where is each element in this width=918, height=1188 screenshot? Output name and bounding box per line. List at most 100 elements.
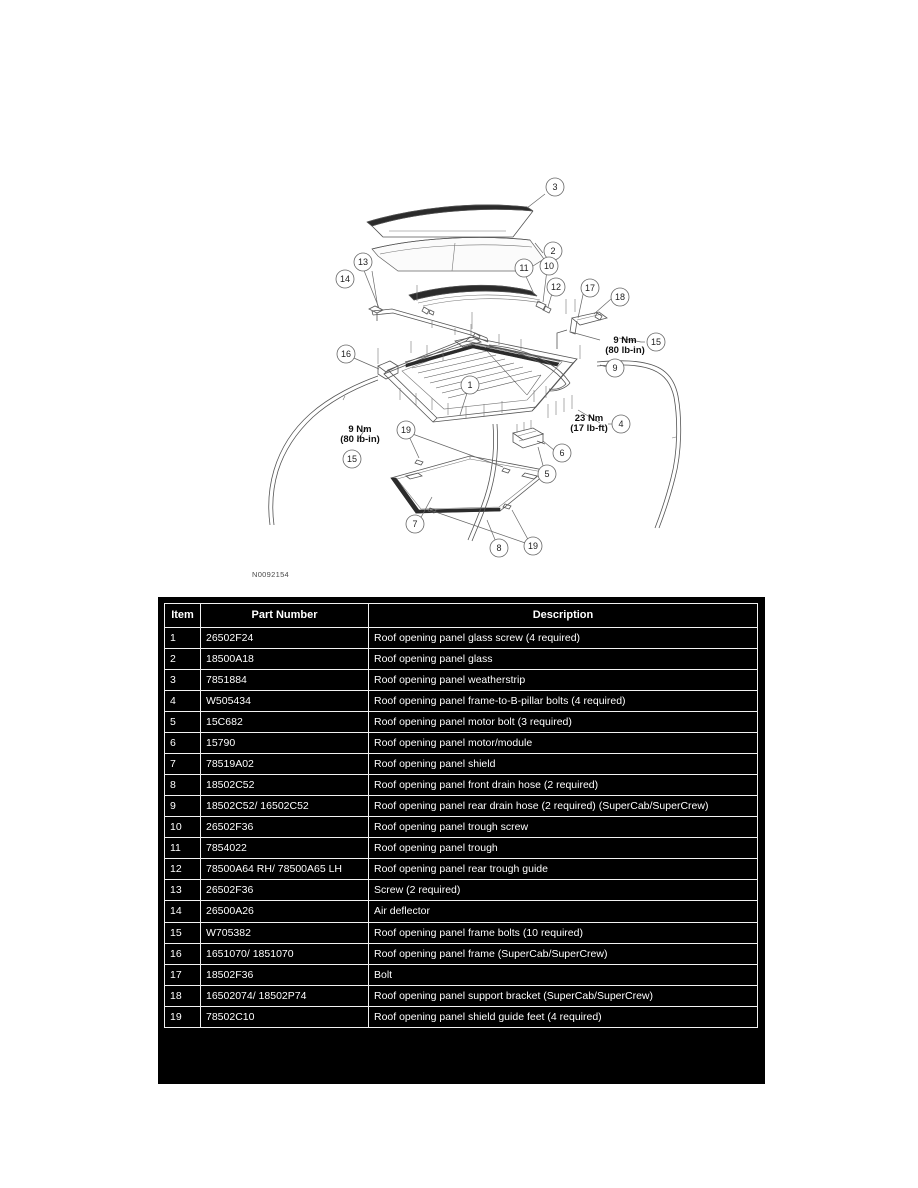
cell-item: 17 bbox=[164, 963, 201, 986]
cell-item: 11 bbox=[164, 837, 201, 860]
cell-part-number: 78519A02 bbox=[200, 753, 369, 776]
callout-12: 12 bbox=[546, 277, 566, 297]
callout-19-upper: 19 bbox=[396, 420, 416, 440]
svg-text:2: 2 bbox=[550, 246, 555, 256]
svg-text:17: 17 bbox=[585, 283, 595, 293]
torque-note-23nm: 23 Nm (17 lb-ft) bbox=[570, 413, 613, 434]
cell-description: Roof opening panel rear drain hose (2 re… bbox=[368, 795, 758, 818]
cell-item: 9 bbox=[164, 795, 201, 818]
part-support-bracket-18 bbox=[556, 299, 608, 349]
cell-part-number: W505434 bbox=[200, 689, 369, 712]
svg-text:9: 9 bbox=[612, 363, 617, 373]
cell-description: Roof opening panel motor bolt (3 require… bbox=[368, 710, 758, 733]
cell-item: 13 bbox=[164, 879, 201, 902]
cell-item: 15 bbox=[164, 921, 201, 944]
cell-description: Roof opening panel glass bbox=[368, 647, 758, 670]
callout-7: 7 bbox=[405, 514, 425, 534]
cell-part-number: 1651070/ 1851070 bbox=[200, 942, 369, 965]
cell-item: 1 bbox=[164, 626, 201, 649]
svg-text:9 Nm: 9 Nm bbox=[613, 335, 636, 346]
cell-description: Air deflector bbox=[368, 900, 758, 923]
cell-part-number: 26500A26 bbox=[200, 900, 369, 923]
exploded-view-illustration: .ln{fill:none;stroke:#555;stroke-width:.… bbox=[0, 0, 918, 590]
svg-text:15: 15 bbox=[651, 337, 661, 347]
svg-text:(17 lb-ft): (17 lb-ft) bbox=[570, 423, 607, 434]
svg-text:9 Nm: 9 Nm bbox=[348, 424, 371, 435]
cell-description: Roof opening panel frame-to-B-pillar bol… bbox=[368, 689, 758, 712]
cell-item: 6 bbox=[164, 731, 201, 755]
cell-part-number: 78500A64 RH/ 78500A65 LH bbox=[200, 858, 369, 881]
svg-text:11: 11 bbox=[519, 263, 528, 273]
svg-text:10: 10 bbox=[544, 261, 554, 271]
svg-text:13: 13 bbox=[358, 257, 368, 267]
cell-description: Roof opening panel front drain hose (2 r… bbox=[368, 774, 758, 797]
cell-description: Screw (2 required) bbox=[368, 879, 758, 902]
torque-note-9nm-left: 9 Nm (80 lb-in) bbox=[340, 424, 380, 445]
callout-9-upper: 9 bbox=[605, 358, 625, 378]
svg-text:4: 4 bbox=[618, 419, 623, 429]
cell-description: Roof opening panel shield bbox=[368, 753, 758, 776]
callout-3: 3 bbox=[545, 177, 565, 197]
svg-text:1: 1 bbox=[467, 380, 472, 390]
part-front-drain-hose-8 bbox=[467, 423, 498, 542]
cell-description: Bolt bbox=[368, 963, 758, 986]
cell-part-number: 26502F36 bbox=[200, 879, 369, 902]
svg-text:15: 15 bbox=[347, 454, 357, 464]
cell-part-number: 7854022 bbox=[200, 837, 369, 860]
part-glass-2 bbox=[371, 237, 545, 272]
cell-item: 2 bbox=[164, 647, 201, 670]
table-header-row: Item Part Number Description bbox=[164, 603, 758, 628]
cell-description: Roof opening panel shield guide feet (4 … bbox=[368, 1005, 758, 1028]
svg-text:6: 6 bbox=[559, 448, 564, 458]
cell-item: 14 bbox=[164, 900, 201, 923]
torque-note-9nm-right: 9 Nm (80 lb-in) bbox=[605, 335, 645, 356]
cell-part-number: 7851884 bbox=[200, 668, 369, 691]
cell-item: 10 bbox=[164, 816, 201, 839]
cell-item: 19 bbox=[164, 1005, 201, 1028]
cell-item: 5 bbox=[164, 710, 201, 733]
cell-part-number: 18500A18 bbox=[200, 647, 369, 670]
callout-15-right: 15 bbox=[646, 332, 666, 352]
cell-part-number: 78502C10 bbox=[200, 1005, 369, 1028]
callout-19-lower: 19 bbox=[523, 536, 543, 556]
callout-6: 6 bbox=[552, 443, 572, 463]
callout-18: 18 bbox=[610, 287, 630, 307]
cell-part-number: 18502C52 bbox=[200, 774, 369, 797]
cell-item: 8 bbox=[164, 774, 201, 797]
part-air-deflector-14 bbox=[368, 285, 489, 343]
column-header-desc: Description bbox=[368, 603, 758, 628]
part-rear-drain-hose-9-right bbox=[596, 360, 682, 529]
callout-11: 11 bbox=[514, 258, 534, 278]
svg-text:23 Nm: 23 Nm bbox=[575, 413, 604, 424]
part-shield-7 bbox=[390, 455, 550, 514]
svg-text:19: 19 bbox=[528, 541, 538, 551]
callout-16: 16 bbox=[336, 344, 356, 364]
svg-text:12: 12 bbox=[551, 282, 561, 292]
svg-text:19: 19 bbox=[401, 425, 411, 435]
cell-description: Roof opening panel glass screw (4 requir… bbox=[368, 626, 758, 649]
callout-17: 17 bbox=[580, 278, 600, 298]
cell-description: Roof opening panel frame (SuperCab/Super… bbox=[368, 942, 758, 965]
column-header-item: Item bbox=[164, 603, 201, 628]
callout-8: 8 bbox=[489, 538, 509, 558]
cell-description: Roof opening panel motor/module bbox=[368, 731, 758, 755]
cell-part-number: 18502F36 bbox=[200, 963, 369, 986]
svg-text:7: 7 bbox=[412, 519, 417, 529]
cell-item: 7 bbox=[164, 753, 201, 776]
part-frame-16 bbox=[377, 324, 581, 423]
